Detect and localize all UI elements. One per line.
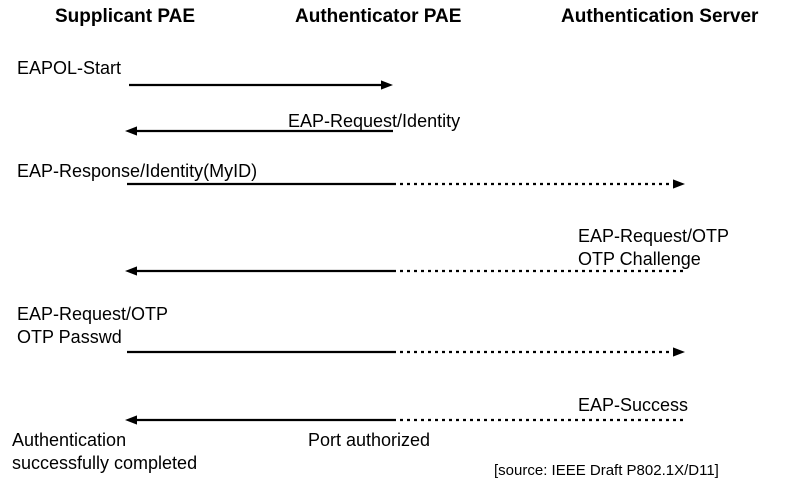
column-header-authentication-server: Authentication Server <box>561 6 759 27</box>
message-label-eap-request-otp-challenge: EAP-Request/OTP OTP Challenge <box>578 226 730 269</box>
annotation-authentication-complete: Authentication successfully completed <box>12 430 198 473</box>
source-citation: [source: IEEE Draft P802.1X/D11] <box>494 462 719 479</box>
column-header-authenticator: Authenticator PAE <box>295 6 462 27</box>
message-label-eap-request-identity: EAP-Request/Identity <box>288 111 461 131</box>
arrow-eap-request-otp-passwd <box>127 347 685 357</box>
arrow-eapol-start <box>129 80 393 90</box>
message-label-eap-request-otp-passwd: EAP-Request/OTP OTP Passwd <box>17 304 169 347</box>
column-header-supplicant: Supplicant PAE <box>55 6 196 27</box>
message-label-eapol-start: EAPOL-Start <box>17 58 122 78</box>
message-label-eap-success: EAP-Success <box>578 395 689 415</box>
annotation-port-authorized: Port authorized <box>308 430 431 450</box>
message-label-eap-response-identity: EAP-Response/Identity(MyID) <box>17 161 258 181</box>
